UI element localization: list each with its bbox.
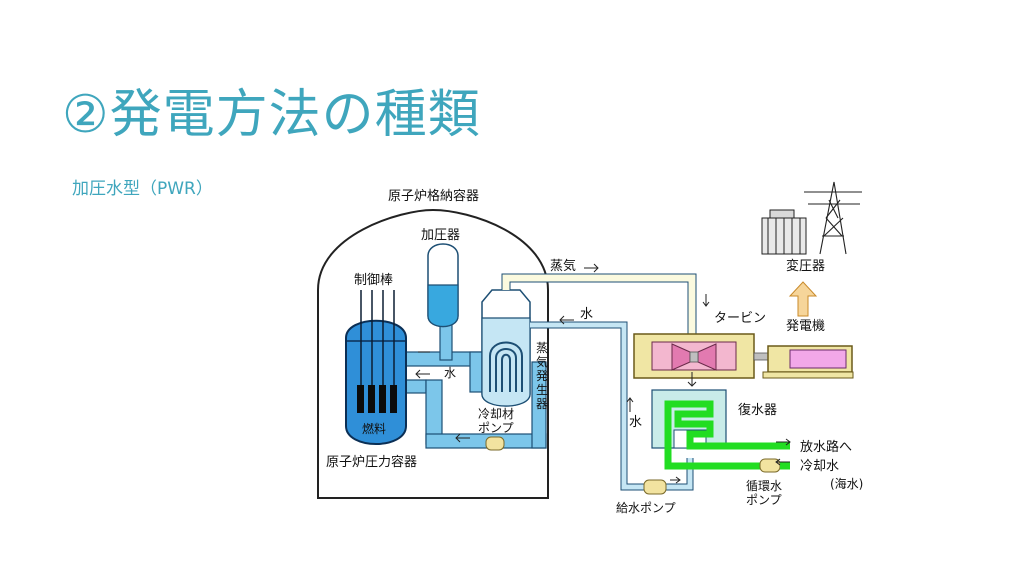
secondary-flow-arrow bbox=[559, 315, 574, 325]
control-rods-label: 制御棒 bbox=[354, 273, 393, 288]
generator bbox=[762, 345, 854, 379]
svg-text:発: 発 bbox=[536, 369, 548, 383]
pressurizer bbox=[427, 243, 459, 328]
steam-flow-arrow bbox=[584, 263, 599, 273]
cooling-intake-arrow bbox=[775, 458, 790, 466]
slide-subtitle: 加圧水型（PWR） bbox=[72, 179, 213, 199]
circulating-pump-label: 循環水 ポンプ bbox=[746, 479, 782, 507]
return-flow-arrow bbox=[626, 397, 634, 412]
turbine-exhaust-arrow bbox=[687, 372, 697, 387]
svg-text:蒸: 蒸 bbox=[536, 341, 548, 355]
control-rods bbox=[360, 290, 395, 386]
feedwater-line bbox=[530, 322, 644, 490]
feedwater-pump-arrow bbox=[670, 476, 681, 484]
turbine bbox=[633, 333, 755, 379]
fuel-label: 燃料 bbox=[362, 421, 386, 436]
svg-text:ポンプ: ポンプ bbox=[478, 421, 514, 435]
coolant-pump-label: 冷却材 ポンプ bbox=[478, 407, 514, 435]
transformer-icon bbox=[761, 209, 807, 255]
cooling-water-loop bbox=[664, 400, 790, 470]
steam-generator-label: 蒸 気 発 生 器 bbox=[536, 341, 548, 411]
discharge-label: 放水路へ bbox=[800, 439, 852, 455]
feedwater-pump-label: 給水ポンプ bbox=[616, 501, 676, 515]
primary-water-label: 水 bbox=[444, 366, 456, 380]
fuel-assemblies bbox=[357, 385, 397, 413]
steam-generator bbox=[481, 289, 531, 407]
svg-text:ポンプ: ポンプ bbox=[746, 493, 782, 507]
steam-down-arrow bbox=[702, 294, 710, 307]
coolant-pump bbox=[485, 436, 505, 451]
primary-return-arrow bbox=[455, 433, 470, 443]
svg-text:生: 生 bbox=[536, 383, 548, 397]
svg-text:冷却材: 冷却材 bbox=[478, 407, 514, 421]
svg-text:循環水: 循環水 bbox=[746, 479, 782, 493]
transmission-tower-icon bbox=[804, 181, 862, 255]
steam-line bbox=[502, 274, 696, 336]
feedwater-pump bbox=[643, 479, 667, 495]
primary-flow-arrow bbox=[415, 369, 430, 379]
discharge-arrow bbox=[776, 438, 791, 446]
cooling-water-label: 冷却水 bbox=[800, 459, 839, 474]
power-output-arrow bbox=[788, 281, 818, 317]
return-water-label: 水 bbox=[629, 415, 642, 430]
condenser-label: 復水器 bbox=[738, 402, 777, 418]
secondary-water-label: 水 bbox=[580, 307, 593, 322]
pressurizer-label: 加圧器 bbox=[421, 228, 460, 243]
svg-text:気: 気 bbox=[536, 354, 548, 369]
svg-text:器: 器 bbox=[536, 397, 548, 411]
slide-title: ②発電方法の種類 bbox=[62, 85, 481, 145]
containment-label: 原子炉格納容器 bbox=[388, 188, 479, 204]
seawater-label: (海水) bbox=[830, 476, 863, 491]
turbine-label: タービン bbox=[714, 311, 766, 326]
generator-label: 発電機 bbox=[786, 319, 825, 334]
transformer-label: 変圧器 bbox=[786, 258, 825, 274]
steam-label: 蒸気 bbox=[550, 258, 576, 274]
reactor-vessel-label: 原子炉圧力容器 bbox=[326, 454, 417, 470]
